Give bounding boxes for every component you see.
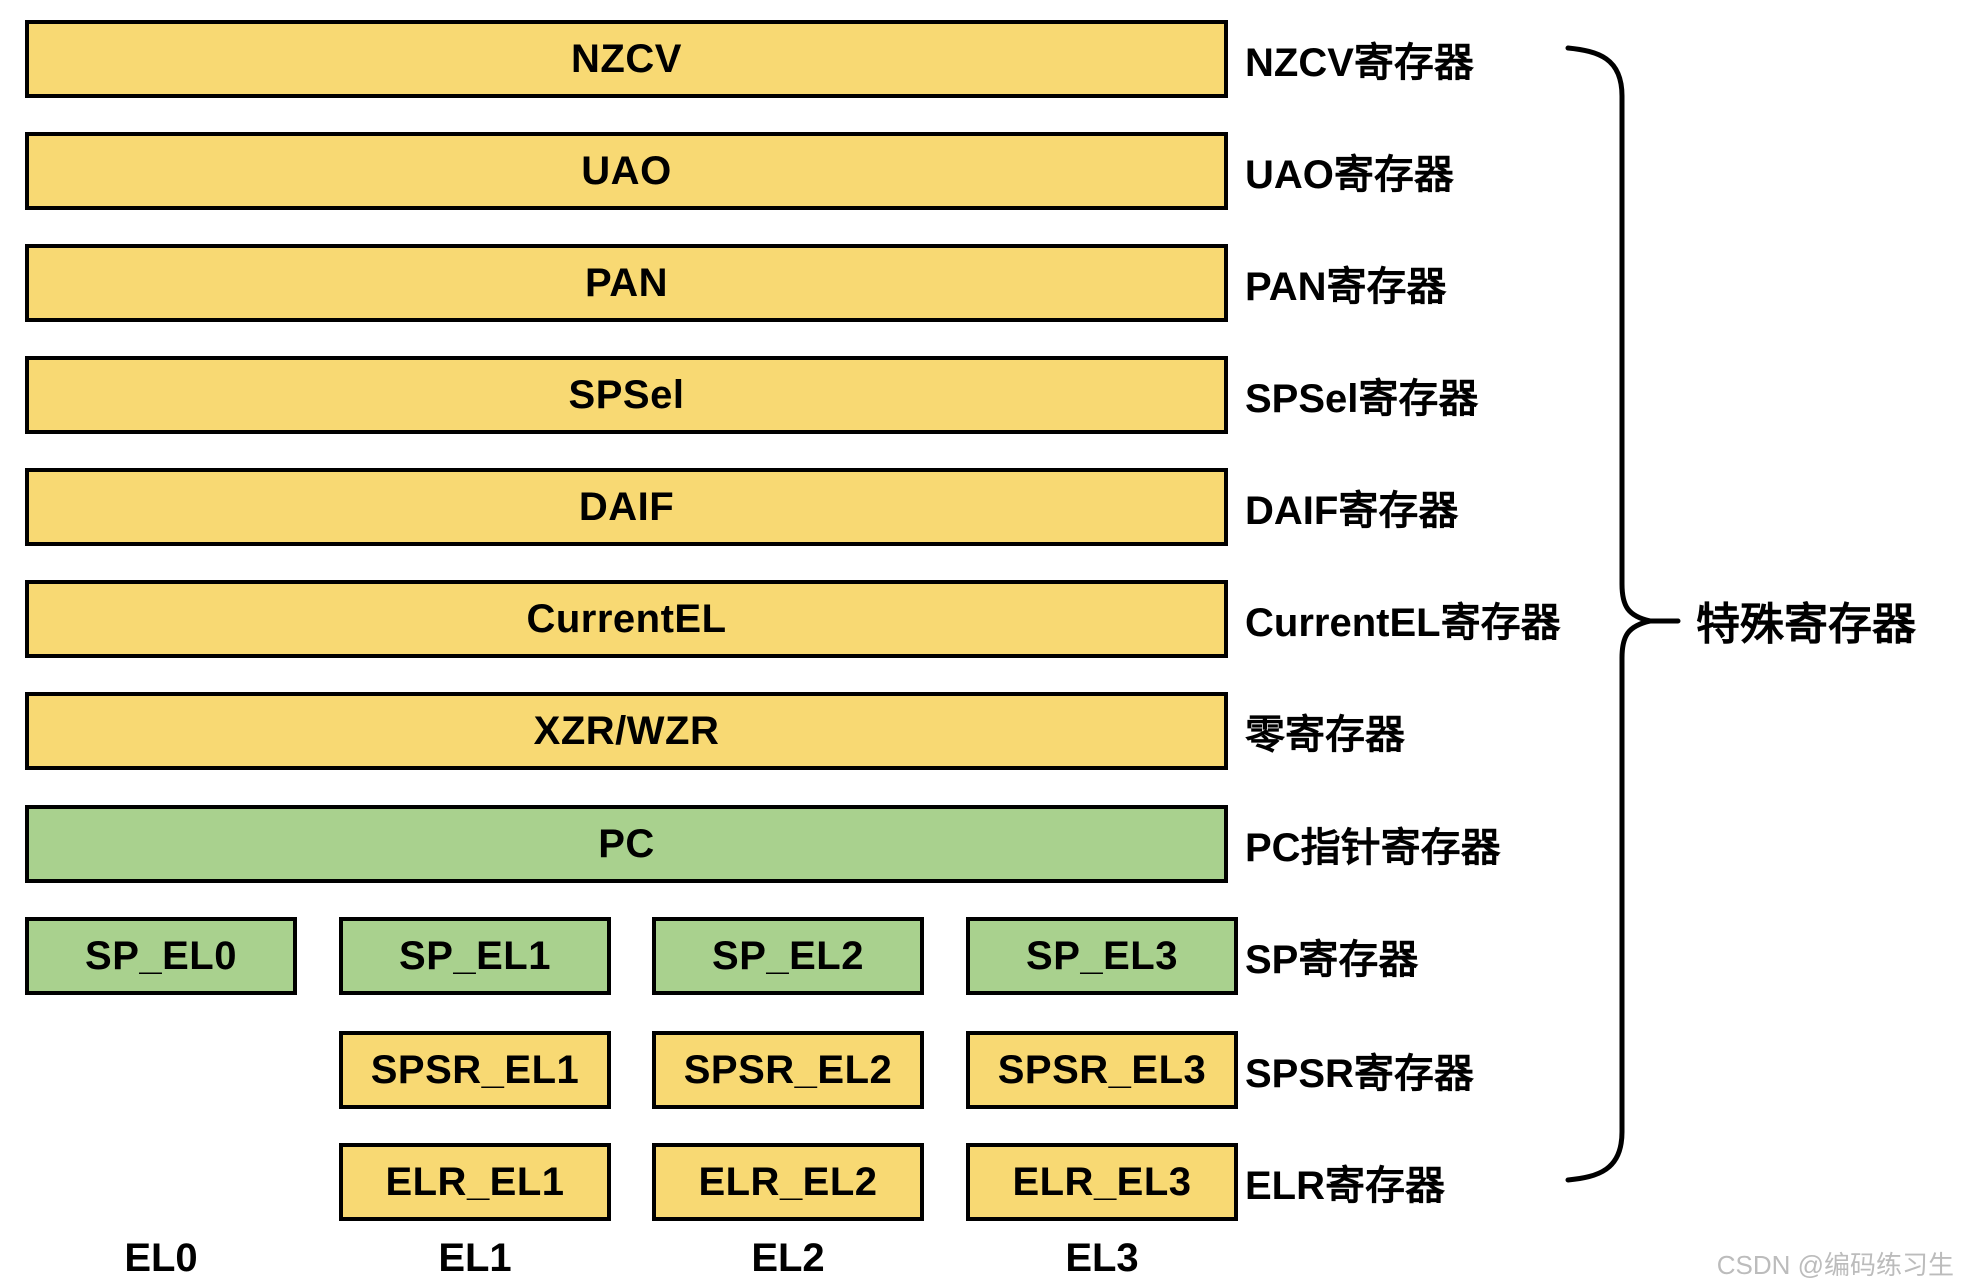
register-box-pc: PC — [25, 805, 1228, 883]
register-box-pan: PAN — [25, 244, 1228, 322]
watermark: CSDN @编码练习生 — [1716, 1250, 1954, 1280]
register-row-label-uao: UAO寄存器 — [1245, 153, 1454, 197]
register-box-elr-el1: ELR_EL1 — [339, 1143, 611, 1221]
register-box-uao: UAO — [25, 132, 1228, 210]
group-label-special-registers: 特殊寄存器 — [1696, 600, 1916, 649]
register-box-currentel: CurrentEL — [25, 580, 1228, 658]
brace-path — [1565, 45, 1681, 1183]
register-box-spsel: SPSel — [25, 356, 1228, 434]
register-row-label-spsel: SPSel寄存器 — [1245, 377, 1479, 421]
el-axis-label-el1: EL1 — [438, 1236, 512, 1280]
register-box-spsr-el3: SPSR_EL3 — [966, 1031, 1238, 1109]
register-box-daif: DAIF — [25, 468, 1228, 546]
register-box-nzcv: NZCV — [25, 20, 1228, 98]
register-box-sp-el1: SP_EL1 — [339, 917, 611, 995]
register-box-xzr-wzr: XZR/WZR — [25, 692, 1228, 770]
register-row-label-sp: SP寄存器 — [1245, 938, 1419, 982]
register-box-elr-el3: ELR_EL3 — [966, 1143, 1238, 1221]
el-axis-label-el3: EL3 — [1065, 1236, 1139, 1280]
register-row-label-xzr-wzr: 零寄存器 — [1245, 713, 1405, 757]
register-box-sp-el3: SP_EL3 — [966, 917, 1238, 995]
register-row-label-pan: PAN寄存器 — [1245, 265, 1447, 309]
register-row-label-elr: ELR寄存器 — [1245, 1164, 1445, 1208]
register-row-label-nzcv: NZCV寄存器 — [1245, 41, 1474, 85]
register-row-label-pc: PC指针寄存器 — [1245, 826, 1501, 870]
register-box-sp-el0: SP_EL0 — [25, 917, 297, 995]
register-box-elr-el2: ELR_EL2 — [652, 1143, 924, 1221]
register-box-sp-el2: SP_EL2 — [652, 917, 924, 995]
register-box-spsr-el1: SPSR_EL1 — [339, 1031, 611, 1109]
register-row-label-currentel: CurrentEL寄存器 — [1245, 601, 1561, 645]
el-axis-label-el2: EL2 — [751, 1236, 825, 1280]
el-axis-label-el0: EL0 — [124, 1236, 198, 1280]
register-box-spsr-el2: SPSR_EL2 — [652, 1031, 924, 1109]
register-row-label-daif: DAIF寄存器 — [1245, 489, 1459, 533]
register-row-label-spsr: SPSR寄存器 — [1245, 1052, 1474, 1096]
